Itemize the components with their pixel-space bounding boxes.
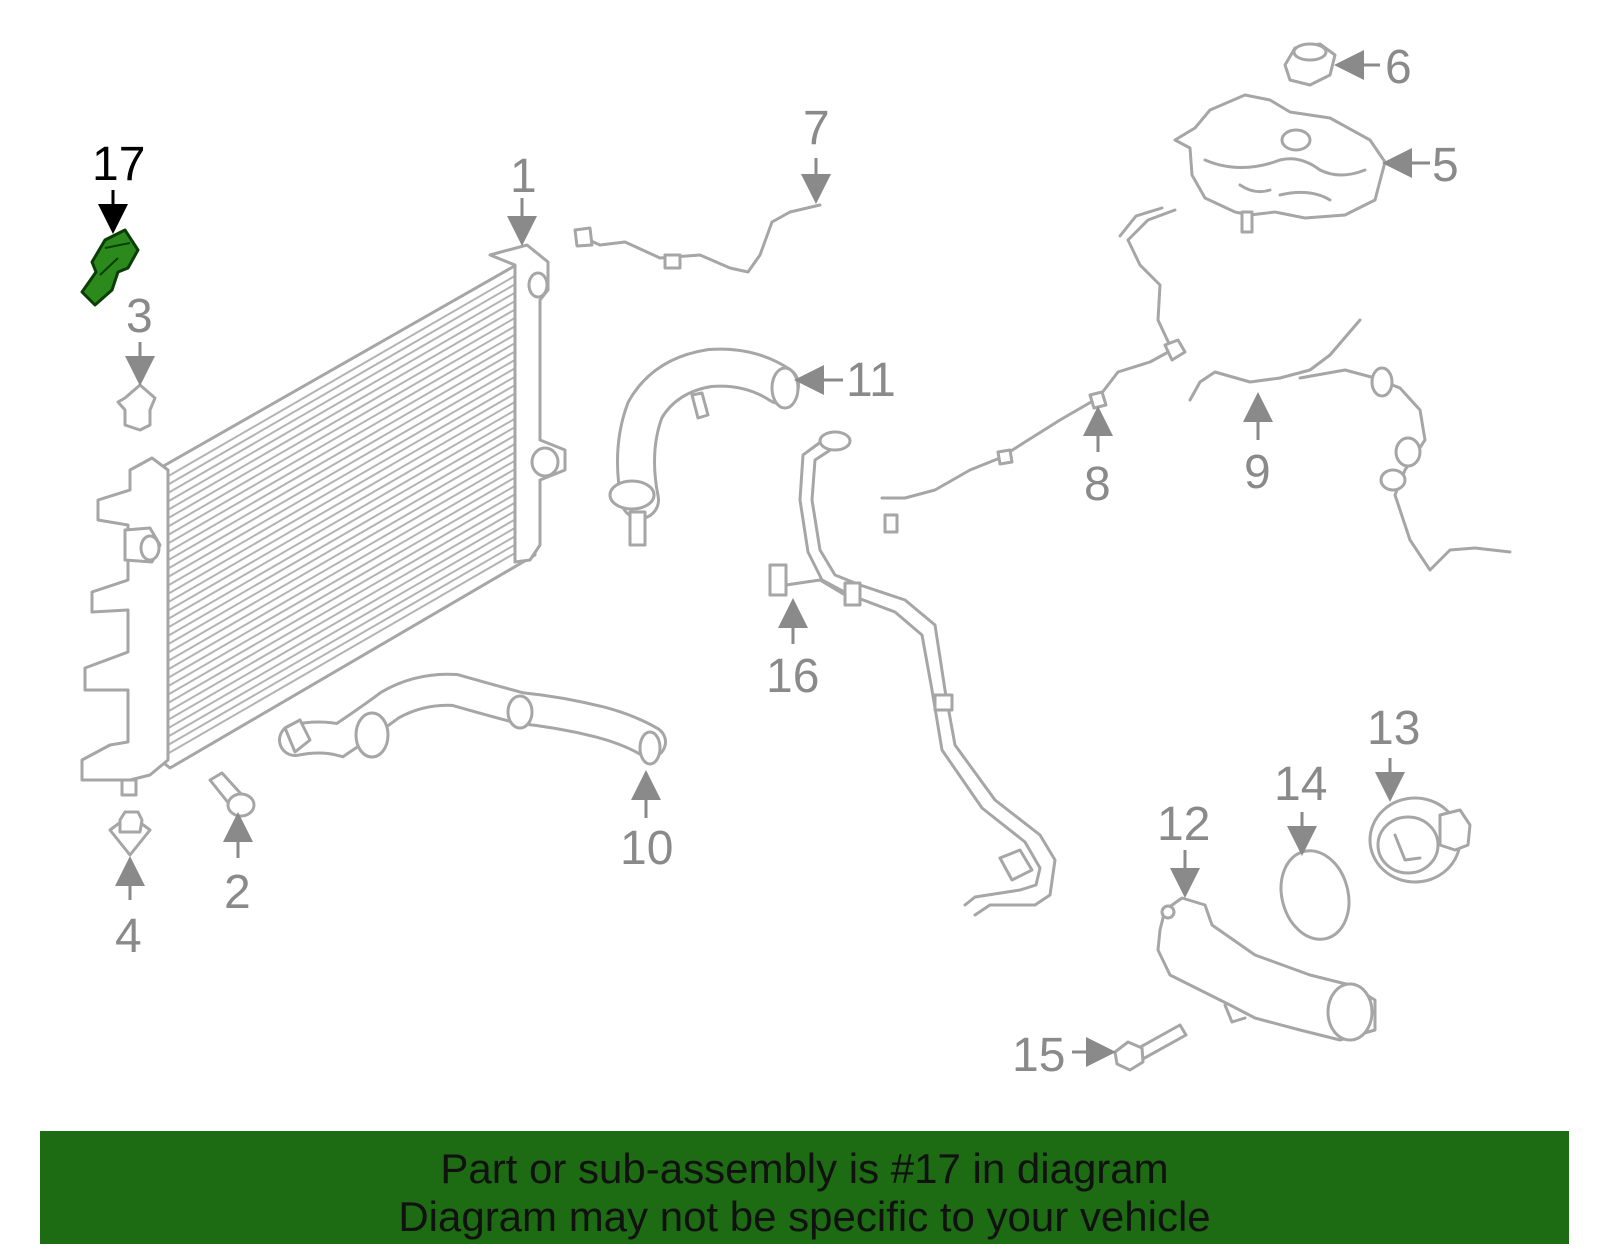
radiator-fin bbox=[164, 272, 521, 479]
radiator-fin bbox=[164, 524, 521, 731]
callout-11[interactable]: 11 bbox=[846, 354, 896, 407]
info-banner: Part or sub-assembly is #17 in diagram D… bbox=[40, 1131, 1569, 1244]
part-1-radiator[interactable] bbox=[80, 243, 567, 797]
radiator-fin bbox=[164, 339, 521, 547]
radiator-fin bbox=[164, 288, 521, 496]
callout-12[interactable]: 12 bbox=[1157, 798, 1210, 851]
radiator-fin bbox=[164, 372, 521, 580]
callout-5[interactable]: 5 bbox=[1432, 139, 1459, 192]
radiator-fin bbox=[164, 473, 521, 681]
radiator-fin bbox=[164, 414, 521, 622]
radiator-fin bbox=[164, 431, 521, 639]
part-3-isolator[interactable] bbox=[116, 383, 157, 432]
callout-4[interactable]: 4 bbox=[115, 910, 142, 963]
radiator-fin bbox=[164, 456, 521, 664]
part-16-bypass-tube[interactable] bbox=[768, 430, 1057, 917]
radiator-fin bbox=[164, 490, 521, 698]
radiator-fin bbox=[164, 482, 521, 689]
radiator-fin bbox=[164, 498, 521, 706]
radiator-fin bbox=[164, 314, 521, 521]
radiator-fin bbox=[164, 465, 521, 673]
callout-2[interactable]: 2 bbox=[224, 866, 251, 919]
part-9-heater-hose[interactable] bbox=[1188, 318, 1512, 572]
part-14-o-ring[interactable] bbox=[1271, 843, 1358, 947]
part-11-upper-hose[interactable] bbox=[608, 347, 800, 547]
radiator-fin bbox=[164, 280, 521, 488]
callout-14[interactable]: 14 bbox=[1274, 758, 1327, 811]
callout-1[interactable]: 1 bbox=[510, 150, 537, 203]
part-17-bracket[interactable] bbox=[80, 228, 140, 307]
radiator-fin bbox=[164, 381, 521, 589]
part-4-push-pin[interactable] bbox=[108, 810, 152, 857]
part-15-bolt[interactable] bbox=[1113, 1023, 1188, 1072]
callout-arrows bbox=[98, 50, 1430, 1067]
callout-17[interactable]: 17 bbox=[92, 138, 145, 191]
radiator-fin bbox=[164, 389, 521, 597]
part-10-lower-hose[interactable] bbox=[278, 672, 667, 766]
callout-13[interactable]: 13 bbox=[1367, 702, 1420, 755]
callout-6[interactable]: 6 bbox=[1385, 41, 1412, 94]
radiator-fin bbox=[164, 440, 521, 647]
part-5-reservoir[interactable] bbox=[1173, 93, 1387, 234]
part-12-thermostat-housing[interactable] bbox=[1156, 896, 1377, 1042]
radiator-fin bbox=[164, 540, 521, 748]
part-2-bolt[interactable] bbox=[208, 771, 256, 818]
radiator-fin bbox=[164, 330, 521, 538]
callout-10[interactable]: 10 bbox=[620, 822, 673, 875]
part-8-hose-line[interactable] bbox=[880, 206, 1187, 534]
part-6-cap[interactable] bbox=[1283, 42, 1337, 87]
radiator-fin bbox=[164, 507, 521, 715]
callout-15[interactable]: 15 bbox=[1012, 1029, 1065, 1082]
radiator-fin bbox=[164, 549, 521, 757]
radiator-fin bbox=[164, 347, 521, 555]
banner-line-1: Part or sub-assembly is #17 in diagram bbox=[440, 1145, 1169, 1192]
radiator-fin bbox=[164, 364, 521, 572]
callout-8[interactable]: 8 bbox=[1084, 458, 1111, 511]
radiator-fin bbox=[164, 532, 521, 740]
callout-16[interactable]: 16 bbox=[766, 650, 819, 703]
part-7-sensor-harness[interactable] bbox=[573, 203, 822, 274]
radiator-fin bbox=[164, 322, 521, 530]
radiator-fin bbox=[164, 305, 521, 513]
radiator-fin bbox=[164, 356, 521, 563]
callout-labels: 17 1 3 4 2 7 6 5 11 8 9 16 10 13 14 12 1… bbox=[92, 41, 1459, 1082]
radiator-fin bbox=[164, 406, 521, 614]
radiator-fin bbox=[164, 398, 521, 605]
radiator-fin bbox=[164, 297, 521, 505]
banner-line-2: Diagram may not be specific to your vehi… bbox=[398, 1193, 1211, 1240]
callout-7[interactable]: 7 bbox=[803, 102, 830, 155]
radiator-fin bbox=[164, 515, 521, 723]
part-13-thermostat[interactable] bbox=[1368, 796, 1472, 884]
callout-3[interactable]: 3 bbox=[126, 290, 153, 343]
callout-9[interactable]: 9 bbox=[1244, 446, 1271, 499]
radiator-fin bbox=[164, 448, 521, 656]
radiator-fin bbox=[164, 423, 521, 631]
